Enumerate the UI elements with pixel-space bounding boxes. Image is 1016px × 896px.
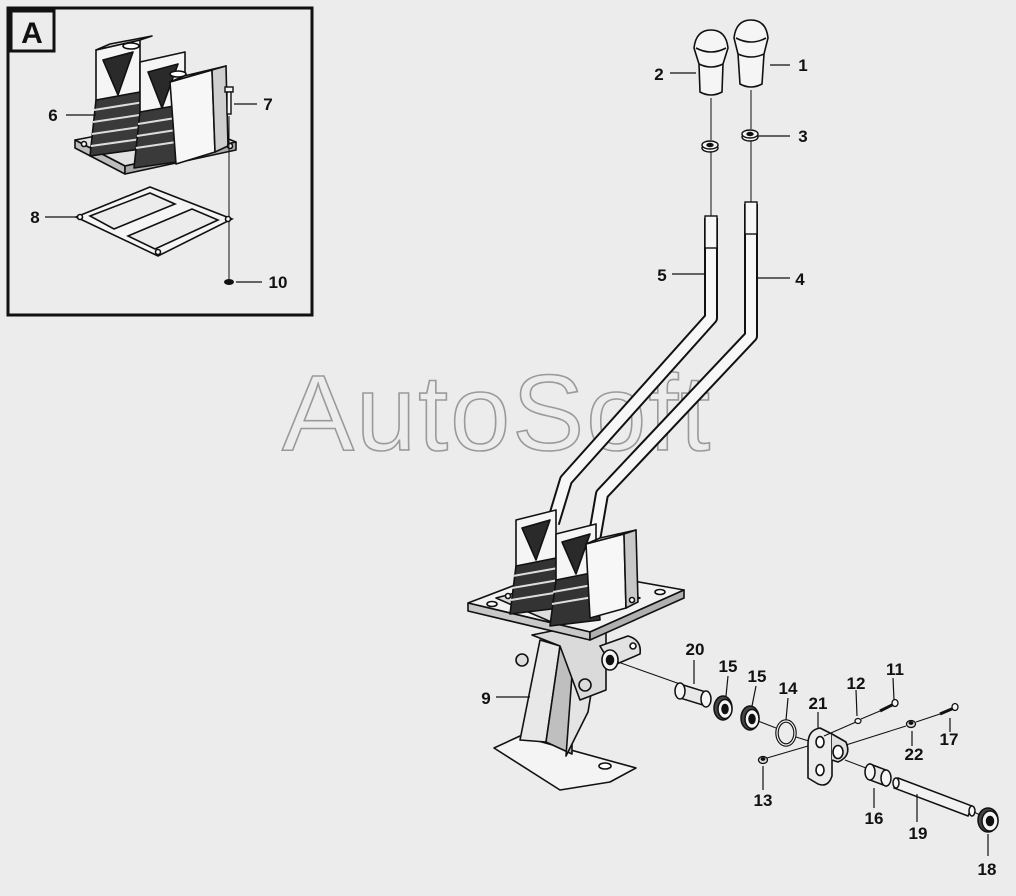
bushing-16 xyxy=(864,762,892,788)
washer-12 xyxy=(854,717,862,725)
callout-2: 2 xyxy=(654,65,663,84)
callout-10: 10 xyxy=(269,273,288,292)
lever-5 xyxy=(546,215,718,526)
bolt-7 xyxy=(224,86,234,115)
washer-10 xyxy=(224,279,234,285)
washer-22 xyxy=(905,719,917,729)
callout-7: 7 xyxy=(263,95,272,114)
pivot-bracket xyxy=(598,635,642,671)
callout-21: 21 xyxy=(809,694,828,713)
nut-13 xyxy=(757,755,769,765)
bushing-20 xyxy=(674,682,712,708)
callout-3: 3 xyxy=(798,127,807,146)
callout-22: 22 xyxy=(905,745,924,764)
axis-12 xyxy=(823,721,857,737)
bearing-15b xyxy=(740,705,760,731)
inset-label: A xyxy=(21,17,43,50)
lever-4 xyxy=(587,201,758,542)
callout-15a: 15 xyxy=(719,657,738,676)
callout-5: 5 xyxy=(657,266,666,285)
callout-4: 4 xyxy=(795,270,805,289)
axis-bearing xyxy=(757,720,777,729)
knob-1 xyxy=(733,19,769,88)
circlip-14 xyxy=(775,719,797,747)
axis-22 xyxy=(845,725,907,746)
callout-1: 1 xyxy=(798,56,807,75)
gasket-8 xyxy=(74,186,234,257)
valve-block-main xyxy=(495,509,641,627)
callout-11: 11 xyxy=(886,660,904,679)
bolt-17 xyxy=(939,702,959,716)
callout-16: 16 xyxy=(865,809,884,828)
nut-3-left xyxy=(701,140,719,153)
callout-14: 14 xyxy=(779,679,798,698)
valve-block-6 xyxy=(74,35,237,175)
callout-6: 6 xyxy=(48,106,57,125)
callout-17: 17 xyxy=(940,730,959,749)
axis-pivot xyxy=(617,661,681,685)
callout-9: 9 xyxy=(481,689,490,708)
inset-a: A xyxy=(6,6,314,317)
washer-18 xyxy=(977,807,999,833)
callout-19: 19 xyxy=(909,824,928,843)
callouts-main xyxy=(496,64,989,856)
knob-2 xyxy=(693,29,729,96)
pin-19 xyxy=(892,777,976,817)
callout-8: 8 xyxy=(30,208,39,227)
nut-3-right xyxy=(741,129,759,142)
bearing-15a xyxy=(713,695,733,721)
callout-13: 13 xyxy=(754,791,773,810)
callout-12: 12 xyxy=(847,674,866,693)
callout-15b: 15 xyxy=(748,667,767,686)
bracket-21 xyxy=(807,727,849,786)
inset-label-box xyxy=(9,9,56,53)
callout-20: 20 xyxy=(686,640,705,659)
axis-nut-13 xyxy=(766,745,809,759)
callout-18: 18 xyxy=(978,860,997,879)
bolt-11 xyxy=(879,698,899,713)
